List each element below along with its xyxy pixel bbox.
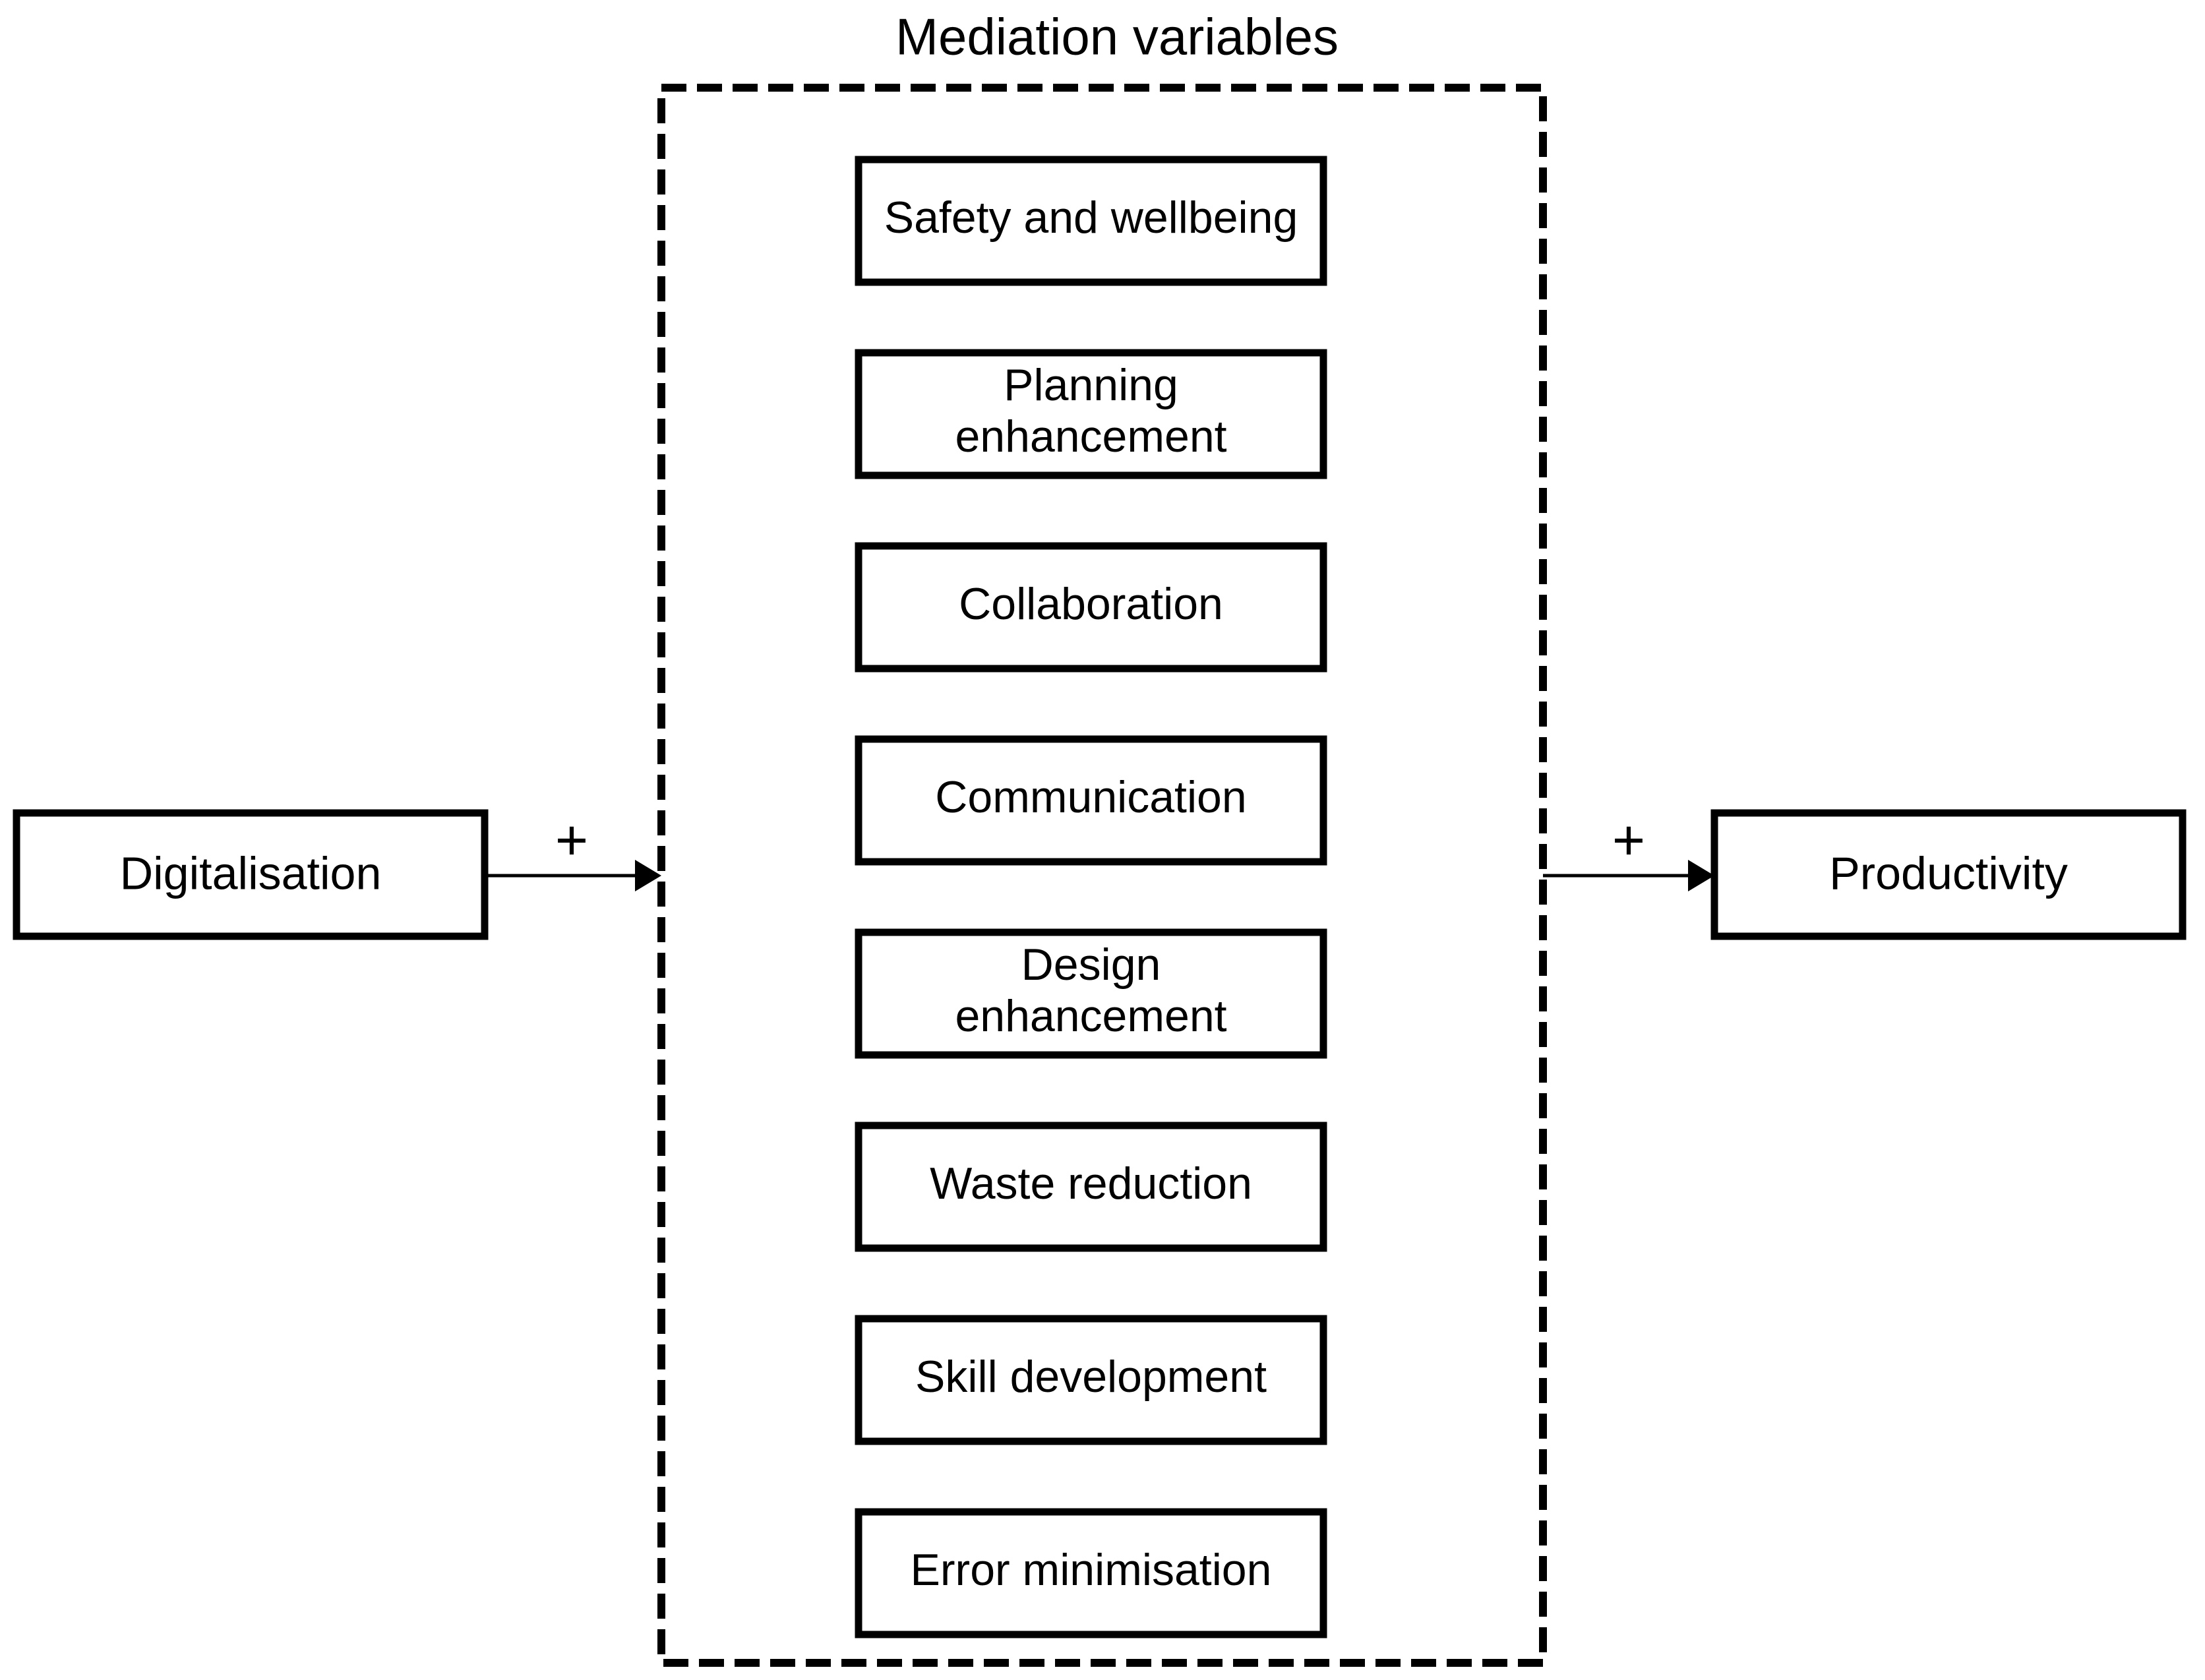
left-relationship-sign: +: [555, 809, 588, 872]
right-arrow-head-icon: [1688, 860, 1714, 891]
mediator-item[interactable]: Communication: [855, 735, 1327, 866]
mediator-label: Planning: [1004, 360, 1178, 410]
mediator-box[interactable]: [855, 928, 1327, 1059]
mediator-label: Error minimisation: [911, 1545, 1272, 1595]
mediator-item[interactable]: Error minimisation: [855, 1508, 1327, 1638]
mediator-label: enhancement: [955, 991, 1226, 1041]
digitalisation-box[interactable]: [13, 809, 489, 940]
mediator-box[interactable]: [855, 735, 1327, 866]
productivity-label: Productivity: [1829, 847, 2068, 899]
mediator-label: Safety and wellbeing: [884, 193, 1298, 243]
node-productivity[interactable]: Productivity: [1710, 809, 2187, 940]
connector-mediators-to-productivity: +: [1543, 809, 1714, 891]
mediator-item[interactable]: Waste reduction: [855, 1122, 1327, 1252]
connector-digitalisation-to-mediators: +: [485, 809, 661, 891]
mediator-item[interactable]: Skill development: [855, 1315, 1327, 1445]
mediation-group-title: Mediation variables: [895, 8, 1339, 66]
mediator-label: Collaboration: [959, 579, 1223, 629]
mediator-label: Design: [1021, 940, 1161, 990]
mediator-box[interactable]: [855, 156, 1327, 286]
mediator-box[interactable]: [855, 349, 1327, 479]
mediator-label: enhancement: [955, 411, 1226, 462]
mediator-item[interactable]: Collaboration: [855, 542, 1327, 673]
mediator-box[interactable]: [855, 1122, 1327, 1252]
mediator-box[interactable]: [855, 1315, 1327, 1445]
mediator-item[interactable]: Safety and wellbeing: [855, 156, 1327, 286]
mediator-label: Skill development: [915, 1352, 1267, 1402]
productivity-box[interactable]: [1710, 809, 2187, 940]
right-relationship-sign: +: [1612, 809, 1645, 872]
mediator-box[interactable]: [855, 1508, 1327, 1638]
mediator-label: Communication: [935, 772, 1246, 822]
node-digitalisation[interactable]: Digitalisation: [13, 809, 489, 940]
mediator-box[interactable]: [855, 542, 1327, 673]
mediator-list: Safety and wellbeingPlanningenhancementC…: [855, 156, 1327, 1638]
left-arrow-head-icon: [635, 860, 661, 891]
mediation-group-boundary: [657, 84, 1547, 1667]
digitalisation-label: Digitalisation: [120, 847, 382, 899]
mediator-label: Waste reduction: [930, 1158, 1252, 1209]
